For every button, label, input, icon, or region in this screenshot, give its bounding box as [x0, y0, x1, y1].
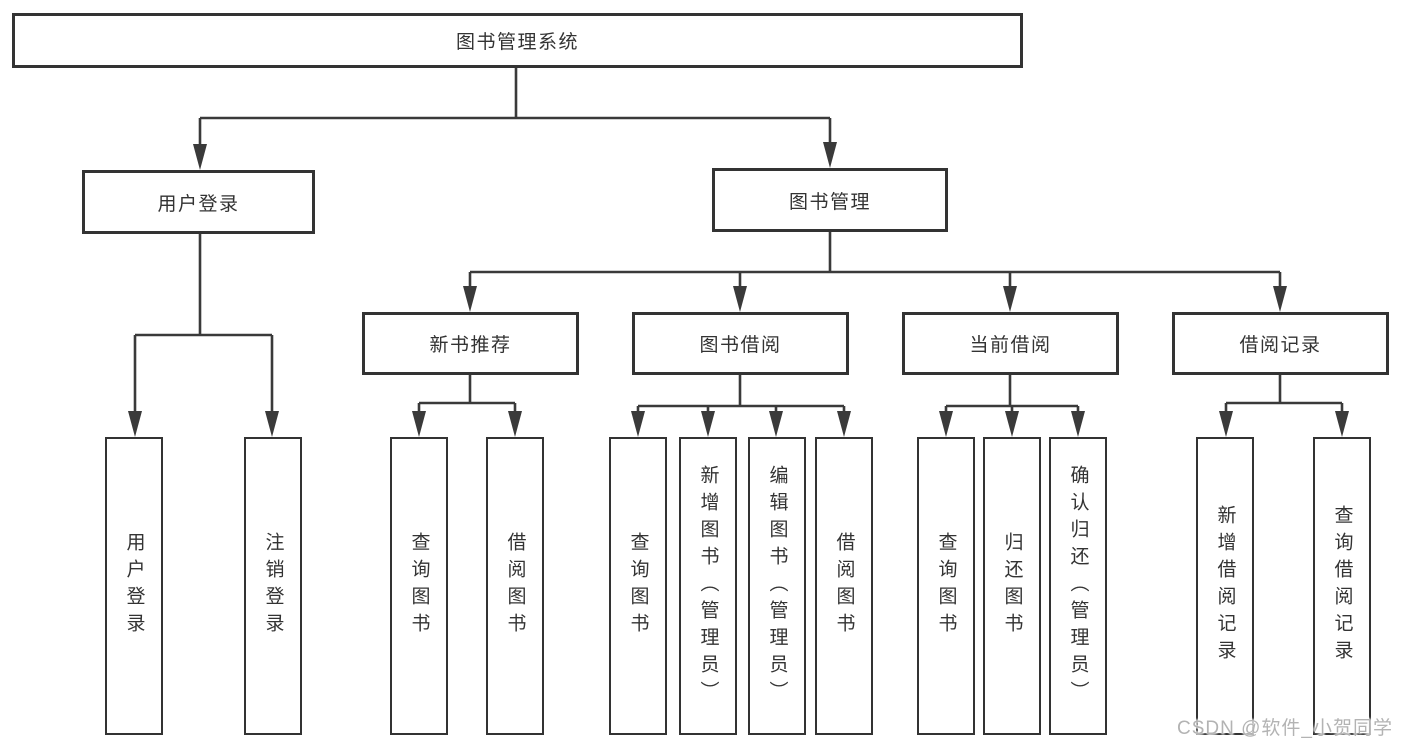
node-leaf-user-login: 用户登录 — [105, 437, 163, 735]
node-label: 新增图书（管理员） — [697, 464, 719, 708]
node-leaf-borrow-books: 借阅图书 — [815, 437, 873, 735]
node-label: 借阅图书 — [833, 532, 855, 640]
node-label: 图书管理 — [788, 191, 871, 213]
node-label: 查询借阅记录 — [1331, 505, 1353, 667]
node-current-borrowing: 当前借阅 — [902, 312, 1119, 375]
node-label: 图书管理系统 — [455, 32, 579, 53]
node-label: 归还图书 — [1001, 532, 1023, 640]
node-leaf-query-books-current: 查询图书 — [917, 437, 975, 735]
node-book-management-module: 图书管理 — [712, 168, 948, 232]
node-label: 新增借阅记录 — [1214, 505, 1236, 667]
node-label: 查询图书 — [935, 532, 957, 640]
node-label: 编辑图书（管理员） — [766, 464, 788, 708]
node-label: 借阅记录 — [1239, 335, 1322, 356]
node-label: 注销登录 — [262, 532, 284, 640]
node-leaf-return-books: 归还图书 — [983, 437, 1041, 735]
node-label: 新书推荐 — [429, 335, 512, 356]
node-user-login-module: 用户登录 — [82, 170, 315, 234]
node-book-borrowing: 图书借阅 — [632, 312, 849, 375]
node-label: 查询图书 — [408, 532, 430, 640]
node-label: 用户登录 — [123, 532, 145, 640]
node-label: 用户登录 — [157, 193, 240, 215]
node-leaf-query-borrow-record: 查询借阅记录 — [1313, 437, 1371, 735]
node-new-book-recommendation: 新书推荐 — [362, 312, 579, 375]
node-leaf-borrow-books-recommend: 借阅图书 — [486, 437, 544, 735]
node-label: 确认归还（管理员） — [1067, 464, 1089, 708]
node-label: 当前借阅 — [969, 335, 1052, 356]
node-label: 查询图书 — [627, 532, 649, 640]
node-leaf-query-books-borrowing: 查询图书 — [609, 437, 667, 735]
node-leaf-add-book-admin: 新增图书（管理员） — [679, 437, 737, 735]
node-library-management-system: 图书管理系统 — [12, 13, 1023, 68]
node-label: 图书借阅 — [699, 335, 782, 356]
node-borrowing-records: 借阅记录 — [1172, 312, 1389, 375]
node-leaf-edit-book-admin: 编辑图书（管理员） — [748, 437, 806, 735]
node-leaf-add-borrow-record: 新增借阅记录 — [1196, 437, 1254, 735]
node-label: 借阅图书 — [504, 532, 526, 640]
node-leaf-query-books-recommend: 查询图书 — [390, 437, 448, 735]
node-leaf-confirm-return-admin: 确认归还（管理员） — [1049, 437, 1107, 735]
csdn-watermark: CSDN @软件_小贺同学 — [1177, 718, 1393, 739]
node-leaf-logout: 注销登录 — [244, 437, 302, 735]
